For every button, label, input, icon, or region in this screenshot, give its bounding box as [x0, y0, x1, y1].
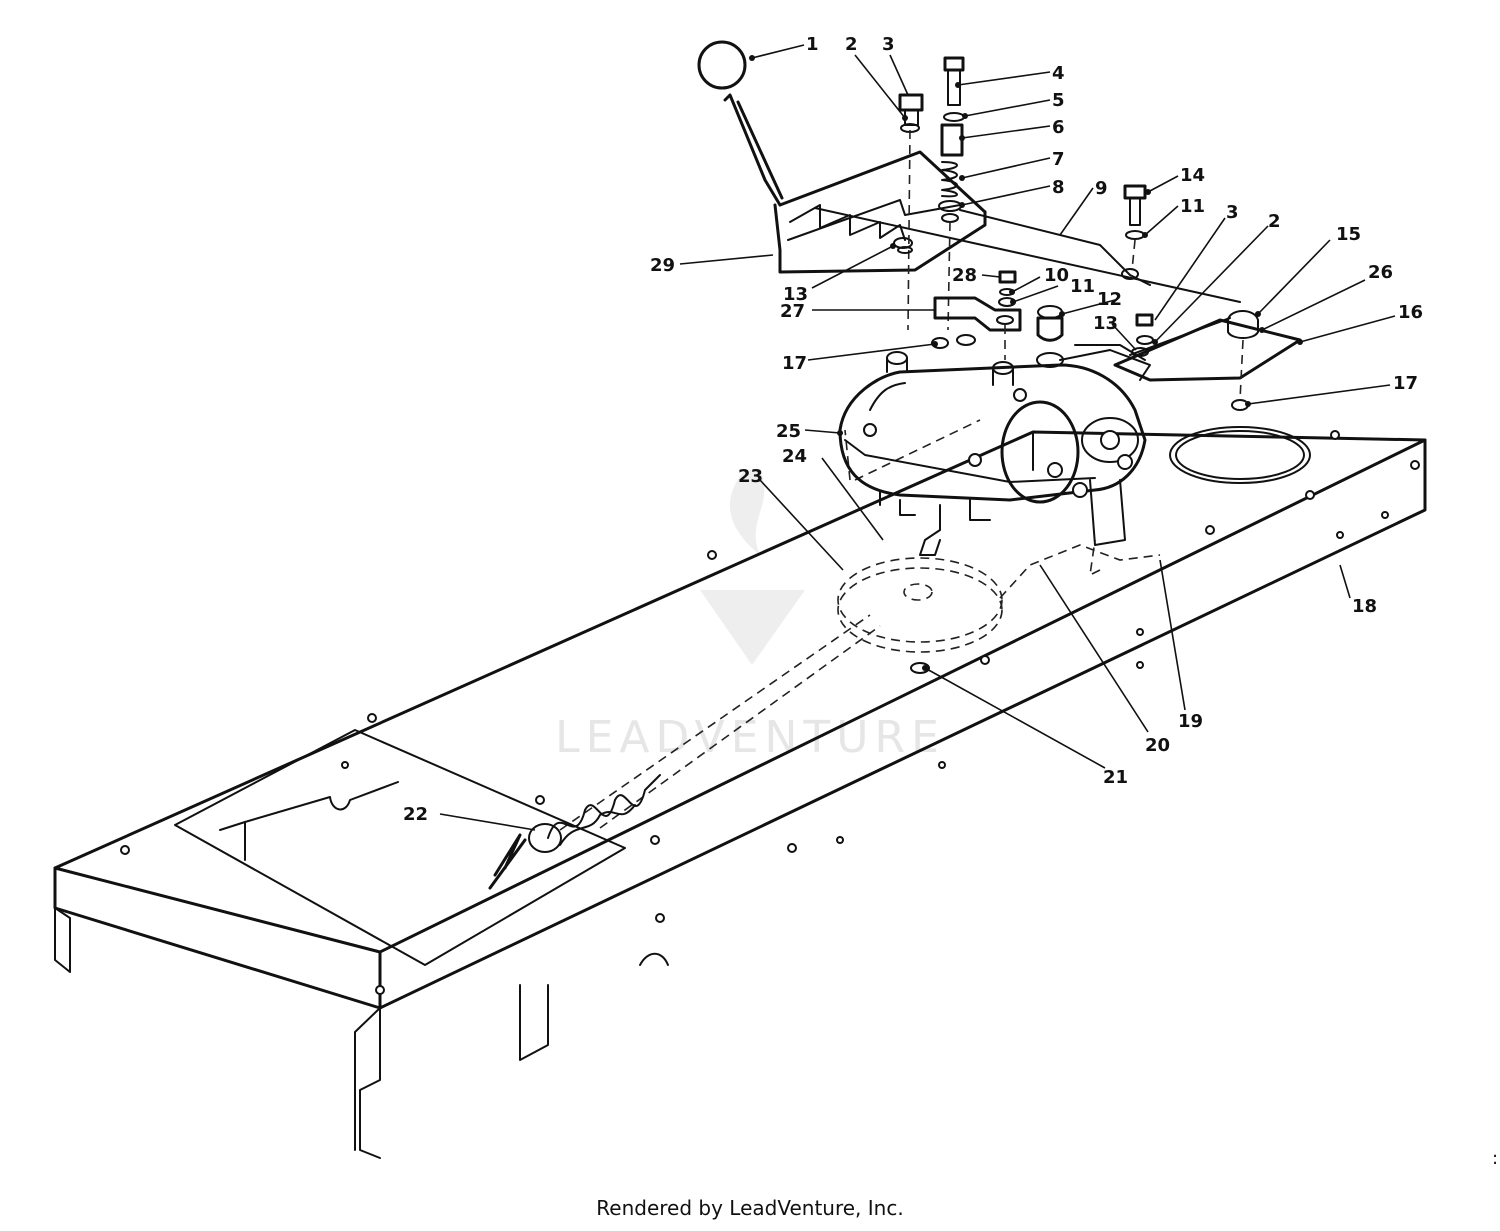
callout-11-upper: 11	[1180, 196, 1205, 217]
callout-7: 7	[1052, 149, 1065, 170]
callout-4: 4	[1052, 63, 1065, 84]
leader-lines	[439, 44, 1396, 831]
middle-fasteners-and-plate	[897, 246, 1064, 360]
callout-15: 15	[1336, 224, 1361, 245]
callout-9: 9	[1095, 178, 1108, 199]
callout-1: 1	[806, 34, 819, 55]
watermark-text: LEADVENTURE	[555, 712, 945, 763]
callout-26: 26	[1368, 262, 1393, 283]
corner-mark: :	[1492, 1148, 1499, 1169]
callout-18: 18	[1352, 596, 1377, 617]
callout-13-right: 13	[1093, 313, 1118, 334]
callout-29: 29	[650, 255, 675, 276]
callout-19: 19	[1178, 711, 1203, 732]
callout-2: 2	[845, 34, 858, 55]
rendered-by-footer: Rendered by LeadVenture, Inc.	[596, 1196, 904, 1220]
callout-28: 28	[952, 265, 977, 286]
chassis-frame	[53, 426, 1427, 1159]
callout-10: 10	[1044, 265, 1069, 286]
callout-23: 23	[738, 466, 763, 487]
callout-6: 6	[1052, 117, 1065, 138]
callout-8: 8	[1052, 177, 1065, 198]
shift-lever-assembly	[697, 40, 1241, 303]
fastener-stack	[898, 56, 965, 331]
right-fasteners-and-bracket	[1113, 184, 1302, 411]
pulley-and-cable	[559, 419, 1161, 831]
callout-12: 12	[1097, 289, 1122, 310]
callout-24: 24	[782, 446, 807, 467]
callout-27: 27	[780, 301, 805, 322]
callout-5: 5	[1052, 90, 1065, 111]
cable-spring-assembly	[488, 774, 661, 890]
callout-17-left: 17	[782, 353, 807, 374]
callout-21: 21	[1103, 767, 1128, 788]
callout-3-right: 3	[1226, 202, 1239, 223]
part-number-callouts: 1 2 3 4 5 6 7 8 9 14 11 3 2 15 26 16 29 …	[403, 34, 1423, 825]
callout-25: 25	[776, 421, 801, 442]
callout-2-right: 2	[1268, 211, 1281, 232]
callout-13-left: 13	[783, 284, 808, 305]
leadventure-watermark: LEADVENTURE	[555, 470, 945, 763]
transmission-gearbox	[838, 344, 1151, 556]
callout-22: 22	[403, 804, 428, 825]
callout-14: 14	[1180, 165, 1205, 186]
callout-17-right: 17	[1393, 373, 1418, 394]
callout-20: 20	[1145, 735, 1170, 756]
callout-3: 3	[882, 34, 895, 55]
callout-11-middle: 11	[1070, 276, 1095, 297]
callout-16: 16	[1398, 302, 1423, 323]
